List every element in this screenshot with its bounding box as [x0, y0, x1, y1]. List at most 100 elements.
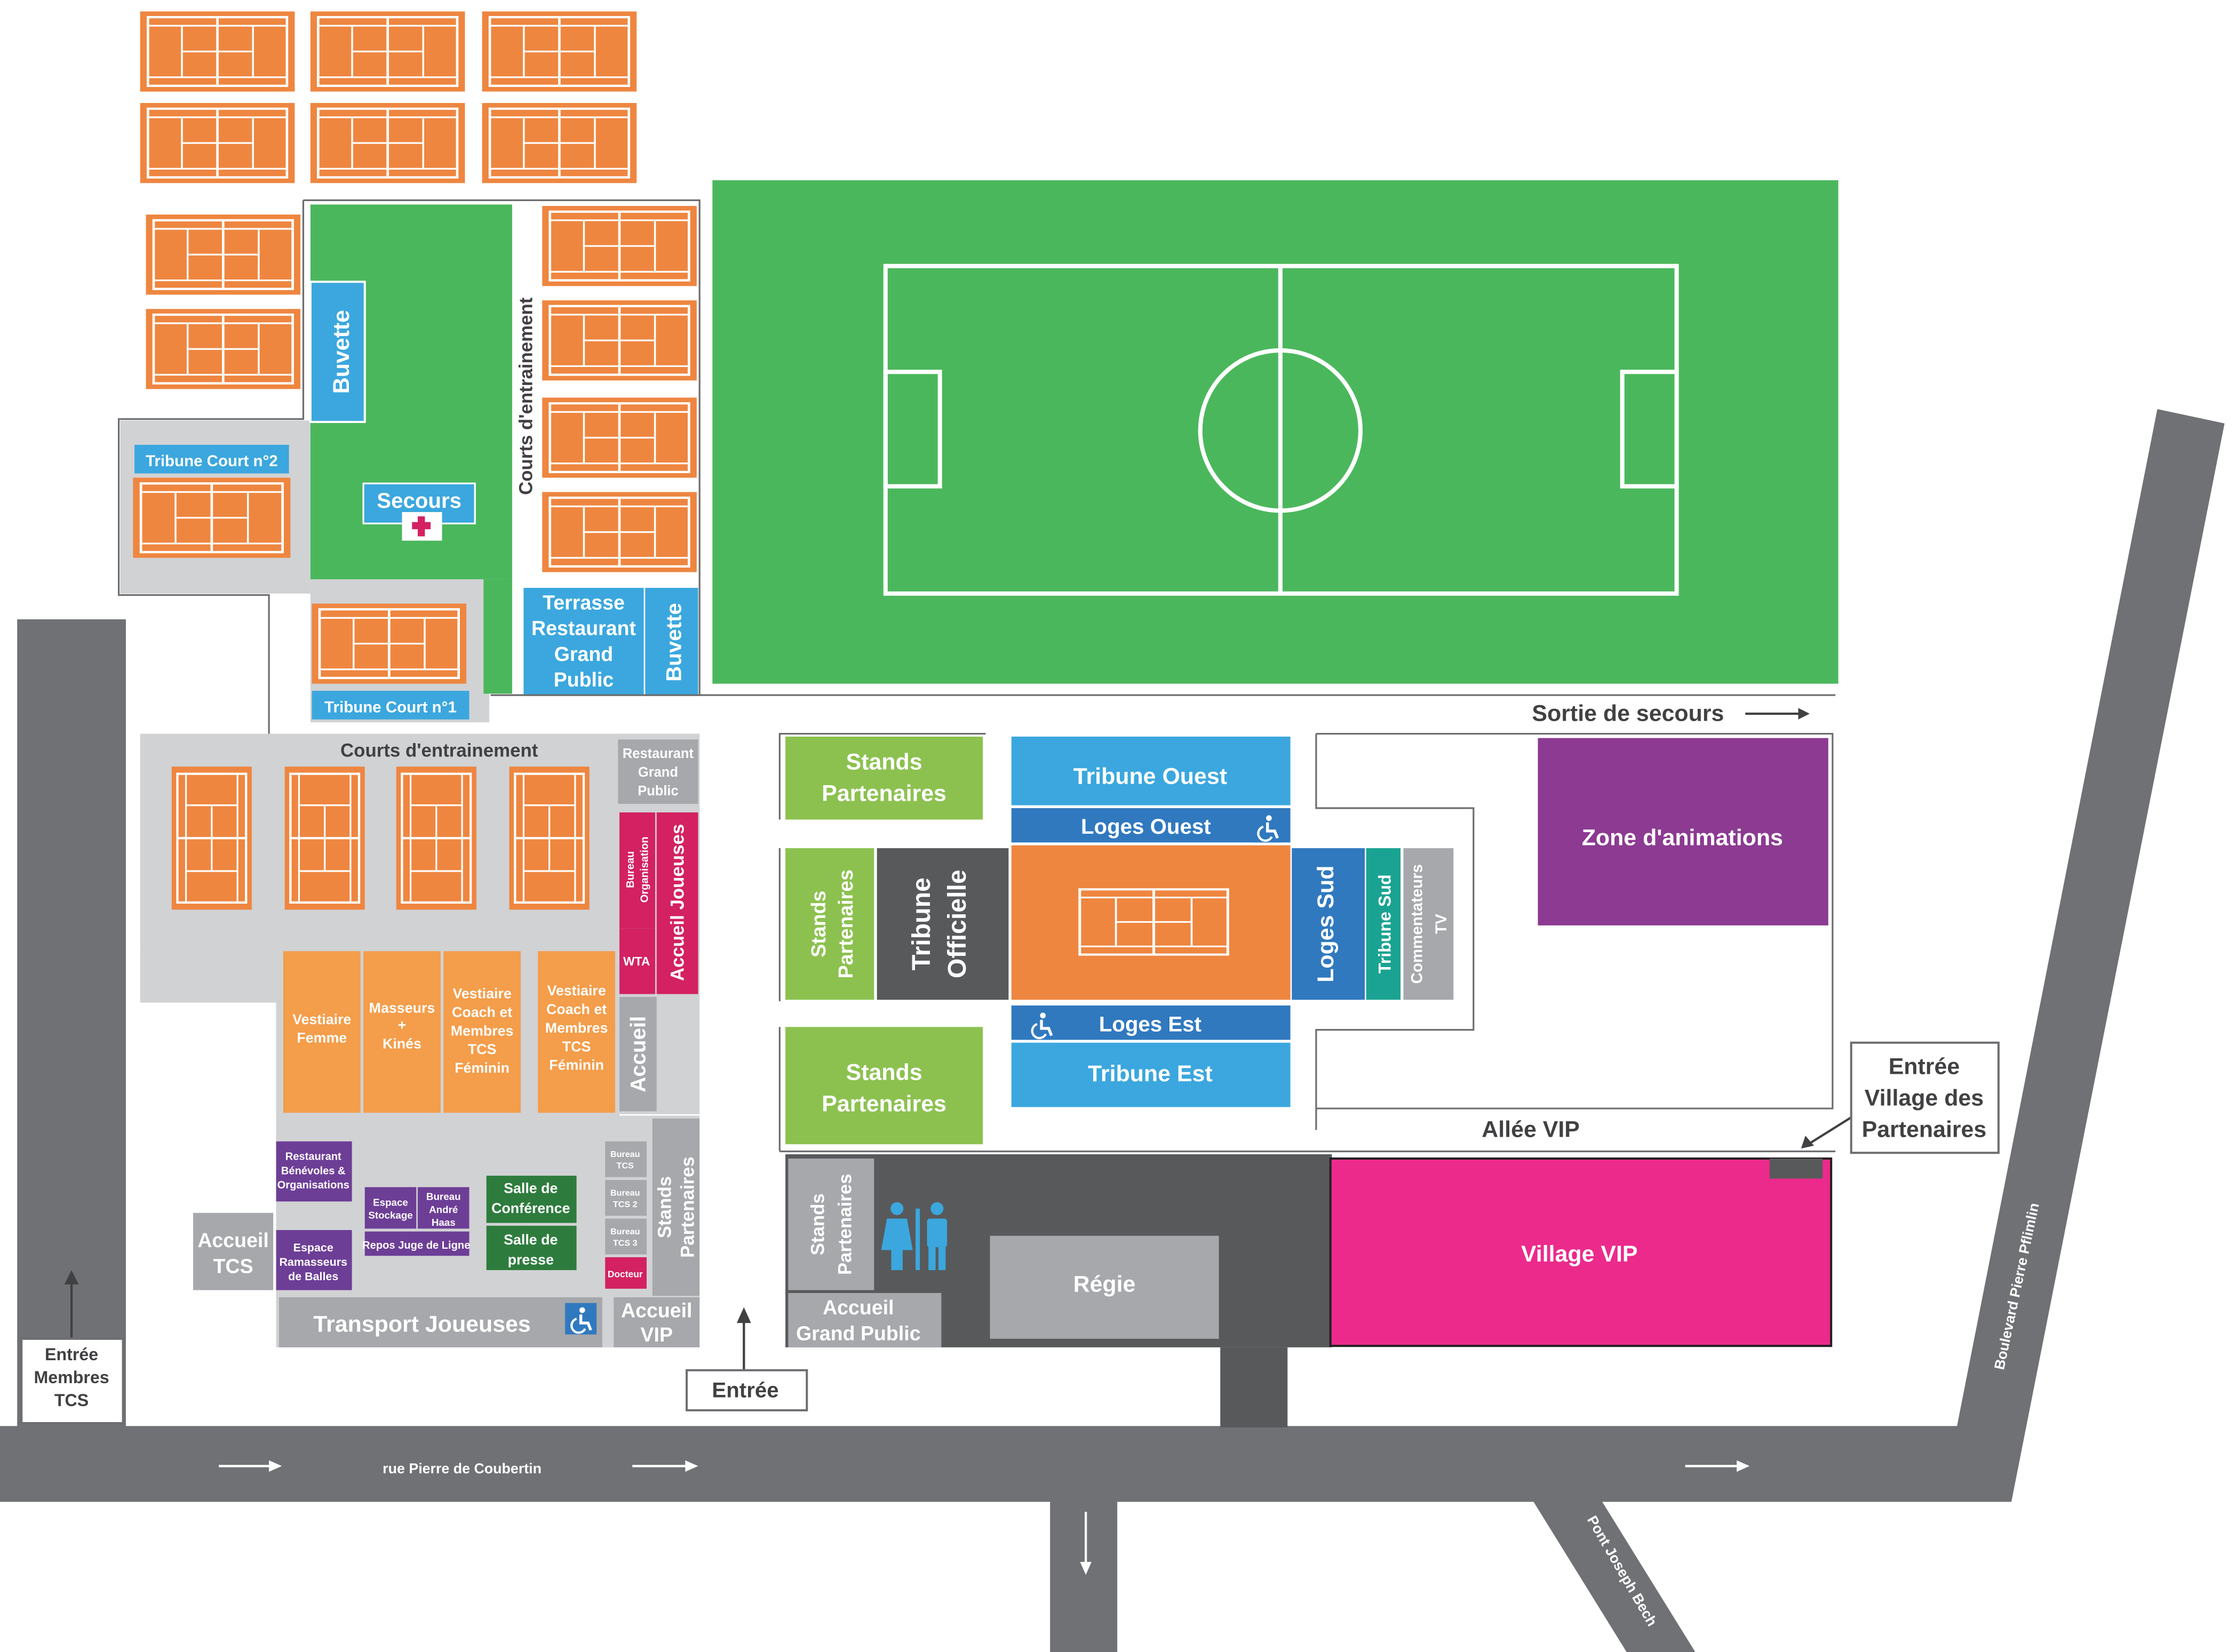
svg-text:Terrasse: Terrasse [543, 591, 625, 613]
tribune-court-1-label: Tribune Court n°1 [324, 698, 457, 716]
svg-text:Stands: Stands [807, 891, 830, 957]
svg-text:+: + [398, 1017, 407, 1033]
svg-text:Espace: Espace [293, 1241, 333, 1254]
svg-text:VIP: VIP [641, 1323, 673, 1346]
buvette-2-label: Buvette [662, 603, 686, 682]
entrances: Entrée Membres TCS Entrée [20, 1270, 808, 1424]
svg-text:Accueil: Accueil [823, 1296, 894, 1319]
svg-text:Tribune Est: Tribune Est [1088, 1061, 1213, 1087]
svg-text:Masseurs: Masseurs [369, 1000, 435, 1016]
courts-entrainement-label: Courts d'entrainement [340, 740, 538, 761]
wheelchair-icon [565, 1303, 596, 1335]
svg-text:Féminin: Féminin [455, 1060, 510, 1076]
svg-text:Tribune Sud: Tribune Sud [1375, 874, 1394, 973]
svg-text:Stands: Stands [807, 1193, 828, 1255]
emergency-exit: Sortie de secours [490, 694, 1836, 726]
svg-text:presse: presse [508, 1251, 554, 1267]
buvette-label: Buvette [329, 310, 354, 394]
svg-text:Organisation: Organisation [639, 836, 651, 903]
center-court: Stands Partenaires Stands Partenaires Tr… [778, 732, 1836, 1153]
wheelchair-icon [1026, 1008, 1057, 1040]
svg-text:Femme: Femme [297, 1030, 347, 1046]
svg-text:Restaurant: Restaurant [531, 617, 636, 640]
svg-text:Ramasseurs: Ramasseurs [279, 1256, 347, 1268]
svg-text:Partenaires: Partenaires [1862, 1117, 1987, 1143]
svg-text:Conférence: Conférence [491, 1200, 570, 1216]
svg-text:Partenaires: Partenaires [822, 781, 946, 807]
svg-text:TCS: TCS [562, 1039, 591, 1055]
svg-text:Accueil: Accueil [626, 1016, 650, 1092]
svg-text:Coach et: Coach et [452, 1004, 512, 1020]
svg-text:Tribune Ouest: Tribune Ouest [1073, 763, 1227, 789]
svg-text:Organisations: Organisations [277, 1179, 349, 1191]
svg-text:Accueil Joueuses: Accueil Joueuses [667, 824, 688, 981]
tribune-court-2-label: Tribune Court n°2 [146, 452, 278, 470]
svg-text:Stands: Stands [655, 1176, 675, 1238]
svg-text:Public: Public [554, 668, 614, 691]
svg-text:rue Pierre de Coubertin: rue Pierre de Coubertin [383, 1461, 542, 1477]
svg-text:Repos Juge de Ligne: Repos Juge de Ligne [362, 1240, 470, 1251]
svg-text:Village des: Village des [1865, 1086, 1984, 1111]
svg-text:Partenaires: Partenaires [677, 1156, 698, 1258]
football-pitch [712, 180, 1839, 684]
courts-entrainement-vertical-label: Courts d'entrainement [515, 297, 536, 495]
svg-text:de Balles: de Balles [288, 1270, 338, 1283]
svg-text:Entrée: Entrée [712, 1378, 778, 1402]
svg-text:Restaurant: Restaurant [285, 1151, 341, 1163]
svg-text:Espace: Espace [373, 1196, 408, 1208]
svg-text:TCS 3: TCS 3 [613, 1238, 638, 1248]
svg-text:Village VIP: Village VIP [1521, 1241, 1638, 1267]
training-complex-top: Buvette Tribune Court n°2 Secours Tribun… [117, 199, 701, 734]
secours-label: Secours [377, 489, 461, 513]
svg-text:Commentateurs: Commentateurs [1408, 864, 1426, 984]
svg-text:Docteur: Docteur [608, 1268, 643, 1279]
svg-text:TCS 2: TCS 2 [613, 1200, 638, 1209]
svg-text:Bureau: Bureau [610, 1227, 640, 1236]
svg-text:Entrée: Entrée [45, 1345, 98, 1364]
svg-text:Vestiaire: Vestiaire [547, 983, 606, 999]
svg-text:Accueil: Accueil [197, 1229, 268, 1251]
svg-text:Sortie de secours: Sortie de secours [1532, 700, 1724, 726]
svg-text:Stands: Stands [846, 1059, 922, 1085]
svg-text:Public: Public [638, 784, 678, 799]
svg-text:Tribune: Tribune [907, 877, 936, 970]
svg-text:WTA: WTA [623, 954, 650, 968]
svg-text:Membres: Membres [545, 1020, 608, 1036]
svg-text:TV: TV [1433, 914, 1450, 934]
svg-text:Féminin: Féminin [549, 1057, 604, 1073]
svg-text:Zone d'animations: Zone d'animations [1582, 825, 1783, 851]
training-complex-bottom: Courts d'entrainement Restaurant Grand P… [140, 733, 700, 1347]
svg-text:Loges Est: Loges Est [1099, 1012, 1201, 1036]
svg-text:Grand: Grand [554, 643, 613, 665]
svg-text:Vestiaire: Vestiaire [453, 986, 512, 1002]
svg-text:Haas: Haas [432, 1217, 456, 1228]
svg-text:Allée VIP: Allée VIP [1482, 1117, 1580, 1143]
svg-text:Stands: Stands [846, 749, 922, 775]
svg-text:Salle de: Salle de [504, 1180, 558, 1196]
svg-text:Accueil: Accueil [621, 1299, 692, 1322]
svg-text:Bureau: Bureau [426, 1191, 461, 1202]
svg-text:Transport Joueuses: Transport Joueuses [313, 1311, 531, 1337]
svg-text:Vestiaire: Vestiaire [292, 1011, 351, 1027]
svg-text:Loges Ouest: Loges Ouest [1081, 815, 1211, 839]
vip-area: Stands Partenaires Accueil Grand Public … [785, 1041, 2000, 1428]
svg-text:TCS: TCS [617, 1161, 634, 1171]
svg-text:Restaurant: Restaurant [623, 746, 694, 761]
svg-text:Kinés: Kinés [383, 1035, 421, 1051]
svg-text:Membres: Membres [451, 1023, 514, 1039]
svg-text:Loges Sud: Loges Sud [1313, 866, 1339, 983]
svg-text:Membres: Membres [34, 1368, 109, 1387]
svg-text:André: André [429, 1204, 458, 1215]
svg-text:Bureau: Bureau [610, 1150, 640, 1159]
svg-text:Régie: Régie [1073, 1271, 1136, 1297]
wheelchair-icon [1252, 811, 1283, 842]
svg-text:TCS: TCS [468, 1041, 497, 1057]
svg-text:Salle de: Salle de [504, 1232, 558, 1248]
svg-text:TCS: TCS [213, 1255, 253, 1277]
svg-text:Entrée: Entrée [1889, 1054, 1960, 1080]
svg-text:Bureau: Bureau [610, 1188, 640, 1198]
svg-text:Stockage: Stockage [368, 1210, 412, 1221]
svg-text:TCS: TCS [54, 1391, 89, 1410]
svg-text:Partenaires: Partenaires [822, 1091, 946, 1116]
